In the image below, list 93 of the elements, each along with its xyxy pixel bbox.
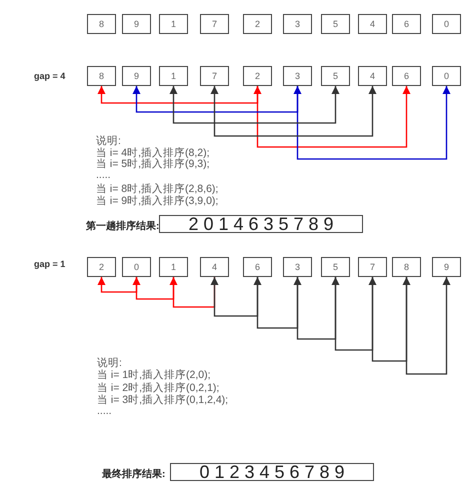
number-box [392,14,421,34]
connector-arrow [372,277,410,362]
number-box [159,66,188,86]
number-box [283,66,312,86]
connector-arrow [296,86,450,160]
result-digits: 0 1 2 3 4 5 6 7 8 9 [199,463,345,481]
number-box [358,14,387,34]
number-box [243,66,272,86]
number-text: 8 [98,19,104,29]
number-box [432,66,461,86]
number-text: 9 [444,262,449,272]
number-box [432,257,461,277]
number-text: 4 [370,71,375,81]
connector-arrow [98,86,262,104]
number-box [283,14,312,34]
number-box [321,257,350,277]
result-digits: 2 0 1 4 6 3 5 7 8 9 [188,215,334,233]
note-text: 当 i= 2时,插入排序(0,2,1); [97,383,220,394]
number-box [159,257,188,277]
note-text: 当 i= 1时,插入排序(2,0); [97,370,211,382]
number-text: 3 [294,71,300,81]
connector-arrow [210,277,262,317]
connector-arrow [296,277,340,340]
number-box [392,257,421,277]
note-text: 说明: [97,358,122,370]
note-text: 当 i= 9时,插入排序(3,9,0); [96,196,218,208]
note-text: 当 i= 3时,插入排序(0,1,2,4); [97,395,228,407]
number-box [321,66,350,86]
note-text: ..... [97,406,112,418]
number-text: 7 [212,71,217,81]
number-box [87,14,116,34]
number-text: 3 [294,19,300,29]
number-text: 6 [254,262,260,272]
result-box [159,215,363,233]
number-box [200,66,229,86]
number-text: 5 [332,262,338,272]
connector-arrow [98,277,140,293]
number-box [200,14,229,34]
result-caption: 第一趟排序结果: [86,219,160,233]
number-box [87,66,116,86]
number-text: 7 [370,262,375,272]
number-text: 4 [370,19,375,29]
connector-arrow [334,277,376,351]
number-text: 1 [170,71,176,81]
number-box [321,14,350,34]
note-text: 当 i= 8时,插入排序(2,8,6); [96,184,218,195]
number-text: 2 [254,71,260,81]
number-box [87,257,116,277]
connector-arrow [256,277,302,329]
number-box [243,14,272,34]
number-text: 3 [294,262,300,272]
connector-arrow [406,277,450,375]
note-text: 当 i= 5时,插入排序(9,3); [96,159,210,171]
connector-arrow [256,86,410,148]
number-text: 5 [332,71,338,81]
number-box [159,14,188,34]
connector-arrow [132,86,302,113]
number-box [358,257,387,277]
number-text: 4 [212,262,217,272]
connector-arrow [136,277,178,300]
number-text: 9 [134,71,139,81]
number-box [122,257,151,277]
number-text: 2 [98,262,104,272]
number-box [122,66,151,86]
number-text: 7 [212,19,217,29]
number-text: 5 [332,19,338,29]
number-text: 0 [444,19,449,29]
number-text: 0 [134,262,139,272]
number-box [283,257,312,277]
connector-arrow [170,86,340,124]
connector-arrow [210,86,376,137]
note-text: 说明: [96,136,121,148]
number-text: 0 [444,71,449,81]
number-text: 6 [404,71,409,81]
note-text: ..... [96,170,111,182]
result-box [170,463,374,481]
note-text: 当 i= 4时,插入排序(8,2); [96,148,210,159]
number-text: 1 [170,19,176,29]
number-box [243,257,272,277]
number-text: 6 [404,19,409,29]
number-box [432,14,461,34]
number-text: 1 [170,262,176,272]
number-box [122,14,151,34]
gap-label: gap = 1 [34,260,66,270]
number-text: 8 [404,262,409,272]
result-caption: 最终排序结果: [102,467,166,481]
number-box [358,66,387,86]
number-box [200,257,229,277]
number-text: 9 [134,19,139,29]
number-text: 2 [254,19,260,29]
number-text: 8 [98,71,104,81]
gap-label: gap = 4 [34,72,66,82]
number-box [392,66,421,86]
